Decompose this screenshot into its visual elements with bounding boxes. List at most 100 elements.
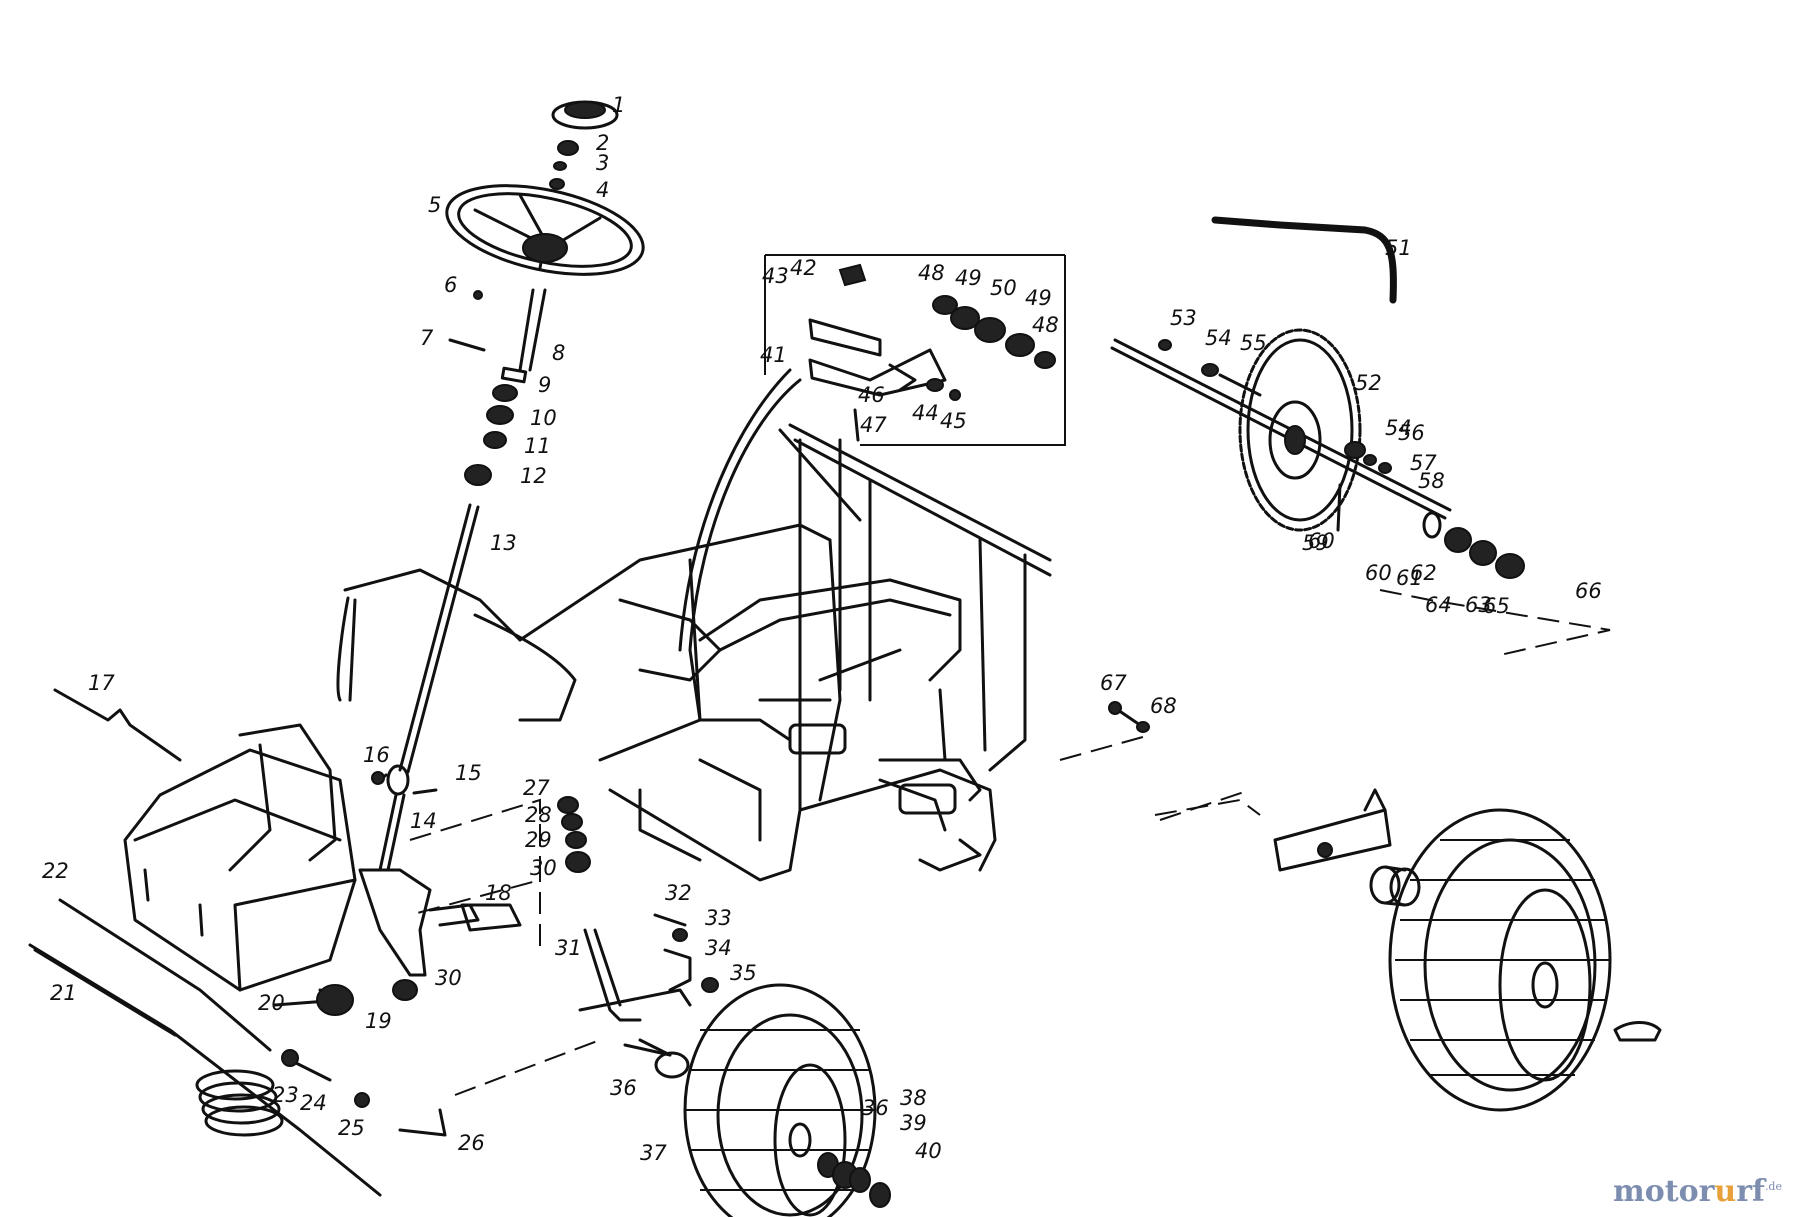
- callout-label: 66: [1575, 579, 1602, 603]
- spring: [195, 1069, 284, 1137]
- callout-label: 52: [1355, 371, 1382, 395]
- callout-label: 13: [490, 531, 517, 555]
- callout-label: 18: [485, 881, 512, 905]
- dashed-outlines-right: [1059, 589, 1611, 821]
- callout-label: 56: [1398, 421, 1425, 445]
- callout-label: 67: [1100, 671, 1127, 695]
- drive-chain: [1211, 216, 1397, 304]
- rear-cage: [698, 578, 962, 815]
- watermark-brand-b: u: [1714, 1174, 1737, 1209]
- callout-label: 43: [762, 264, 789, 288]
- callout-label: 21: [50, 981, 77, 1005]
- callout-label: 55: [1240, 331, 1267, 355]
- front-hub-36: [638, 1038, 690, 1079]
- callout-label: 64: [1425, 593, 1452, 617]
- callout-label: 54: [1385, 416, 1412, 440]
- seat-bracket-box: [764, 254, 1066, 446]
- callout-label: 59: [1302, 531, 1329, 555]
- callout-label: 37: [640, 1141, 667, 1165]
- axle-bushing: [1369, 865, 1421, 907]
- callout-label: 49: [1025, 286, 1052, 310]
- callout-label: 48: [1032, 313, 1059, 337]
- callout-label: 9: [538, 373, 551, 397]
- callout-label: 45: [940, 409, 967, 433]
- callout-label: 14: [410, 809, 437, 833]
- callout-label: 10: [530, 406, 557, 430]
- callout-label: 46: [858, 383, 885, 407]
- watermark-brand-c: f: [1752, 1174, 1765, 1209]
- front-knuckle-31: [578, 928, 692, 1057]
- callout-label: 58: [1418, 469, 1445, 493]
- callout-label: 28: [525, 803, 552, 827]
- watermark-brand-r: r: [1736, 1174, 1753, 1209]
- callout-label: 5: [428, 193, 441, 217]
- wheel-clip-68: [1613, 1021, 1662, 1042]
- callout-label: 17: [88, 671, 115, 695]
- callout-label: 6: [444, 273, 457, 297]
- callout-label: 25: [338, 1116, 365, 1140]
- callout-label: 38: [900, 1086, 927, 1110]
- callout-label: 40: [915, 1139, 942, 1163]
- steering-small-parts: [549, 140, 579, 190]
- callout-label: 3: [596, 151, 609, 175]
- callout-label: 44: [912, 401, 939, 425]
- callout-label: 16: [363, 743, 390, 767]
- callout-label: 32: [665, 881, 692, 905]
- callout-label: 27: [523, 776, 550, 800]
- small-bolts-left: [273, 903, 522, 1137]
- callout-label: 65: [1483, 594, 1510, 618]
- callout-label: 11: [524, 434, 551, 458]
- sprocket: [1238, 328, 1362, 532]
- callout-label: 24: [300, 1091, 327, 1115]
- callout-label: 47: [860, 413, 887, 437]
- steering-wheel: [445, 184, 645, 276]
- callout-label: 60: [1308, 529, 1335, 553]
- callout-label: 7: [420, 326, 434, 350]
- callout-label: 41: [760, 343, 787, 367]
- front-hub-hardware: [817, 1152, 891, 1208]
- callout-label: 30: [530, 856, 557, 880]
- callout-label: 34: [705, 936, 732, 960]
- small-parts-32-35: [653, 913, 719, 993]
- callout-label: 63: [1465, 593, 1492, 617]
- watermark-brand-a: motor: [1612, 1174, 1715, 1209]
- steering-column: [378, 288, 547, 872]
- seat-rollbar: [678, 368, 862, 722]
- rods-left: [28, 688, 382, 1197]
- front-axle-bracket: [123, 723, 357, 992]
- callout-label: 36: [862, 1096, 889, 1120]
- sprocket-hardware: [1336, 441, 1525, 579]
- callout-label: 35: [730, 961, 757, 985]
- main-chassis-frame: [336, 423, 1052, 882]
- callout-label: 26: [458, 1131, 485, 1155]
- axle-bracket: [1273, 788, 1392, 872]
- front-wheel: [683, 983, 877, 1217]
- callout-label: 1: [612, 93, 625, 117]
- callout-label: 53: [1170, 306, 1197, 330]
- callout-label: 48: [918, 261, 945, 285]
- callout-label: 23: [272, 1083, 299, 1107]
- callout-label: 68: [1150, 694, 1177, 718]
- callout-label: 15: [455, 761, 482, 785]
- dashed-outlines-left: [409, 798, 601, 1096]
- callout-label: 19: [365, 1009, 392, 1033]
- watermark-tld: .de: [1764, 1180, 1782, 1193]
- callout-label: 22: [42, 859, 69, 883]
- callout-label: 50: [990, 276, 1017, 300]
- sprocket-shaft: [1110, 338, 1452, 520]
- callout-label: 8: [552, 341, 565, 365]
- bolt-63-64: [1108, 701, 1150, 733]
- callout-label: 61: [1396, 566, 1423, 590]
- callout-label: 62: [1410, 561, 1437, 585]
- callout-label: 20: [258, 991, 285, 1015]
- callout-label: 42: [790, 256, 817, 280]
- linkage-group: [557, 796, 591, 873]
- callout-label: 30: [435, 966, 462, 990]
- steering-cap: [551, 100, 619, 130]
- callout-label: 4: [596, 178, 609, 202]
- callout-label: 2: [596, 131, 609, 155]
- callout-label: 57: [1410, 451, 1437, 475]
